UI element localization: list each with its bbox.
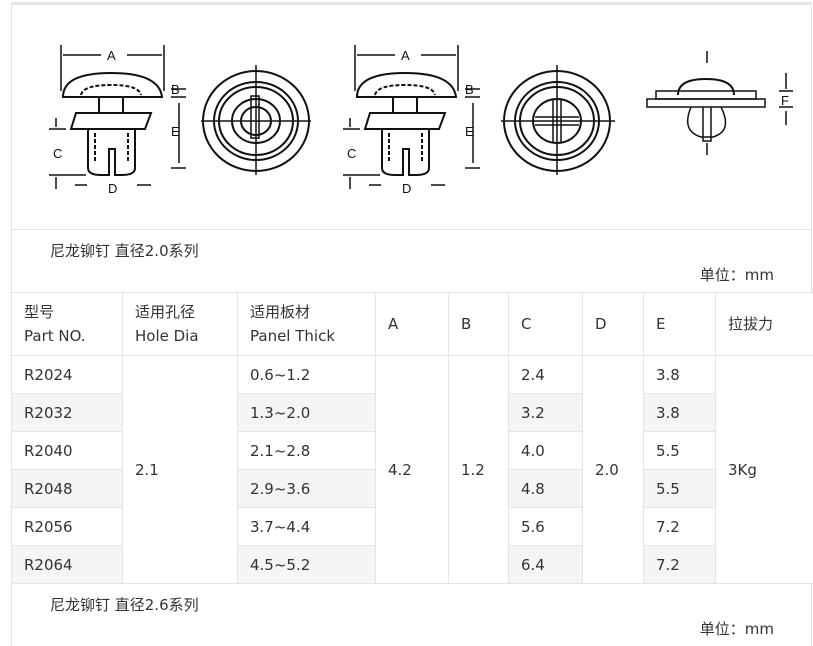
part-no: R2056	[12, 508, 123, 546]
dim-d: 2.0	[583, 356, 644, 584]
panel-thick: 0.6~1.2	[238, 356, 376, 394]
dim-e: 5.5	[644, 470, 716, 508]
dim-label-e: E	[171, 124, 180, 139]
rivet-top-view-cross	[501, 65, 615, 175]
series-title: 尼龙铆钉 直径2.6系列	[50, 594, 199, 615]
pull-force: 3Kg	[716, 356, 813, 584]
dim-e: 7.2	[644, 508, 716, 546]
header-d: D	[583, 293, 644, 356]
unit-label: 单位：mm	[700, 618, 774, 639]
dim-label-a: A	[401, 48, 410, 63]
dim-label-d: D	[402, 181, 411, 196]
dim-label-c: C	[347, 146, 356, 161]
part-no: R2024	[12, 356, 123, 394]
dim-c: 4.8	[509, 470, 583, 508]
dim-c: 4.0	[509, 432, 583, 470]
panel-thick: 2.1~2.8	[238, 432, 376, 470]
dim-label-c: C	[53, 146, 62, 161]
part-no: R2048	[12, 470, 123, 508]
unit-label: 单位：mm	[700, 264, 774, 285]
dim-label-a: A	[107, 48, 116, 63]
panel-thick: 3.7~4.4	[238, 508, 376, 546]
header-b: B	[449, 293, 509, 356]
rivet-top-view-slotted	[201, 65, 311, 175]
rivet-installed-view	[647, 51, 793, 155]
panel-thick: 2.9~3.6	[238, 470, 376, 508]
dim-e: 3.8	[644, 356, 716, 394]
header-e: E	[644, 293, 716, 356]
table-row: R2024 2.1 0.6~1.2 4.2 1.2 2.4 2.0 3.8 3K…	[12, 356, 813, 394]
header-a: A	[376, 293, 449, 356]
dim-e: 5.5	[644, 432, 716, 470]
dim-label-b: B	[171, 82, 180, 97]
panel-thick: 1.3~2.0	[238, 394, 376, 432]
dim-c: 5.6	[509, 508, 583, 546]
dim-label-d: D	[108, 181, 117, 196]
dim-e: 7.2	[644, 546, 716, 584]
dim-c: 6.4	[509, 546, 583, 584]
part-no: R2064	[12, 546, 123, 584]
series-header: 尼龙铆钉 直径2.6系列 单位：mm	[11, 584, 812, 646]
series-title: 尼龙铆钉 直径2.0系列	[50, 240, 199, 261]
dim-e: 3.8	[644, 394, 716, 432]
product-spec-table: A B E C D A B E C D F 尼龙铆钉 直径2.0系列 单位：mm…	[11, 2, 812, 646]
dim-label-b: B	[465, 82, 474, 97]
dim-a: 4.2	[376, 356, 449, 584]
dim-c: 2.4	[509, 356, 583, 394]
dim-c: 3.2	[509, 394, 583, 432]
dim-label-f: F	[781, 93, 789, 108]
part-no: R2040	[12, 432, 123, 470]
rivet-diagram: A B E C D A B E C D F	[11, 5, 812, 230]
header-pull-force: 拉拔力	[716, 293, 813, 356]
dim-label-e: E	[465, 124, 474, 139]
rivet-side-view	[49, 45, 186, 189]
part-no: R2032	[12, 394, 123, 432]
hole-dia: 2.1	[123, 356, 238, 584]
header-c: C	[509, 293, 583, 356]
dim-b: 1.2	[449, 356, 509, 584]
series-header: 尼龙铆钉 直径2.0系列 单位：mm	[11, 230, 812, 292]
panel-thick: 4.5~5.2	[238, 546, 376, 584]
